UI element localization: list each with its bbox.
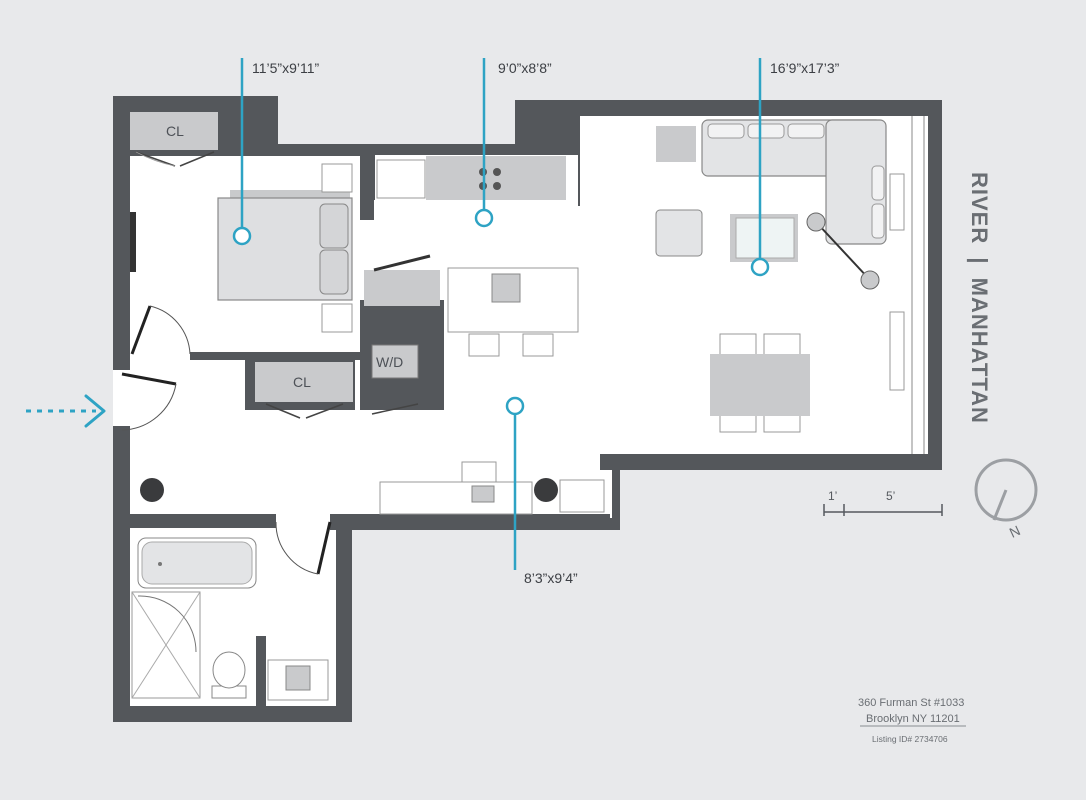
bedroom-tv: [130, 212, 136, 272]
floor-lamp: [806, 212, 880, 290]
nightstand-top: [321, 163, 353, 193]
side-table: [656, 126, 696, 162]
bedroom-door: [130, 305, 191, 355]
closet-label-top: CL: [166, 123, 184, 139]
hall-console: [379, 461, 605, 515]
armchair: [655, 209, 703, 257]
compass-north: N: [1007, 522, 1023, 541]
closet-label-hall: CL: [293, 374, 311, 390]
washer-dryer: [371, 344, 419, 415]
view-label: RIVER | MANHATTAN: [967, 172, 992, 424]
listing-id: Listing ID# 2734706: [872, 734, 948, 744]
view-separator: |: [967, 257, 992, 264]
dimension-kitchen: 9’0”x8’8”: [498, 60, 552, 76]
scale-bar: [823, 504, 943, 516]
planter-left: [140, 478, 164, 502]
compass-icon: [974, 458, 1038, 522]
door-openings: [113, 370, 330, 528]
view-river: RIVER: [967, 172, 992, 244]
vanity: [267, 659, 329, 701]
fridge-pantry: [364, 254, 440, 306]
dimension-living: 16’9”x17’3”: [770, 60, 840, 76]
laundry-label: W/D: [376, 354, 403, 370]
address-line-1: 360 Furman St #1033: [858, 697, 964, 709]
sofa: [701, 119, 887, 245]
marker-living: [750, 58, 770, 277]
window-wall: [889, 116, 928, 454]
marker-foyer: [505, 396, 525, 570]
scale-short: 1’: [828, 489, 837, 503]
bathtub: [137, 537, 257, 589]
svg-text:RIVER | MANHATTAN: RIVER | MANHATTAN: [967, 172, 992, 424]
marker-kitchen: [474, 58, 494, 228]
entry-door: [121, 372, 177, 431]
marker-bedroom: [232, 58, 252, 246]
kitchen-island: [447, 267, 579, 357]
closet-top: [130, 112, 218, 167]
dimension-bedroom: 11’5”x9’11”: [252, 60, 320, 76]
address-line-2: Brooklyn NY 11201: [866, 713, 960, 725]
closet-hall: [255, 362, 353, 419]
view-borough: MANHATTAN: [967, 278, 992, 424]
dining-table: [710, 333, 810, 433]
shower: [131, 591, 201, 699]
planter-right: [534, 478, 558, 502]
nightstand-bottom: [321, 303, 353, 333]
coffee-table: [730, 214, 798, 262]
scale-long: 5’: [886, 489, 895, 503]
toilet: [211, 651, 247, 699]
dimension-foyer: 8’3”x9’4”: [524, 570, 578, 586]
entry-arrow-icon: [26, 394, 106, 428]
kitchen-counter: [376, 156, 566, 200]
bath-door: [275, 521, 332, 575]
bed: [217, 190, 353, 301]
